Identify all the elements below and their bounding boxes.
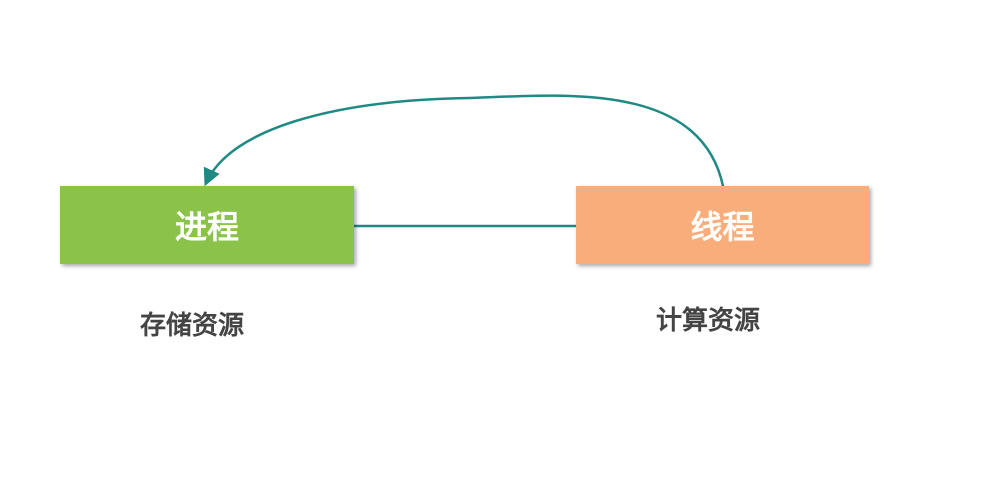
feedback-arrow xyxy=(203,94,725,187)
thread-label: 线程 xyxy=(690,208,755,246)
process-label: 进程 xyxy=(174,208,239,246)
thread-box: 线程 xyxy=(576,186,869,264)
thread-caption: 计算资源 xyxy=(656,306,761,336)
process-box: 进程 xyxy=(60,186,354,264)
process-caption: 存储资源 xyxy=(140,311,245,341)
